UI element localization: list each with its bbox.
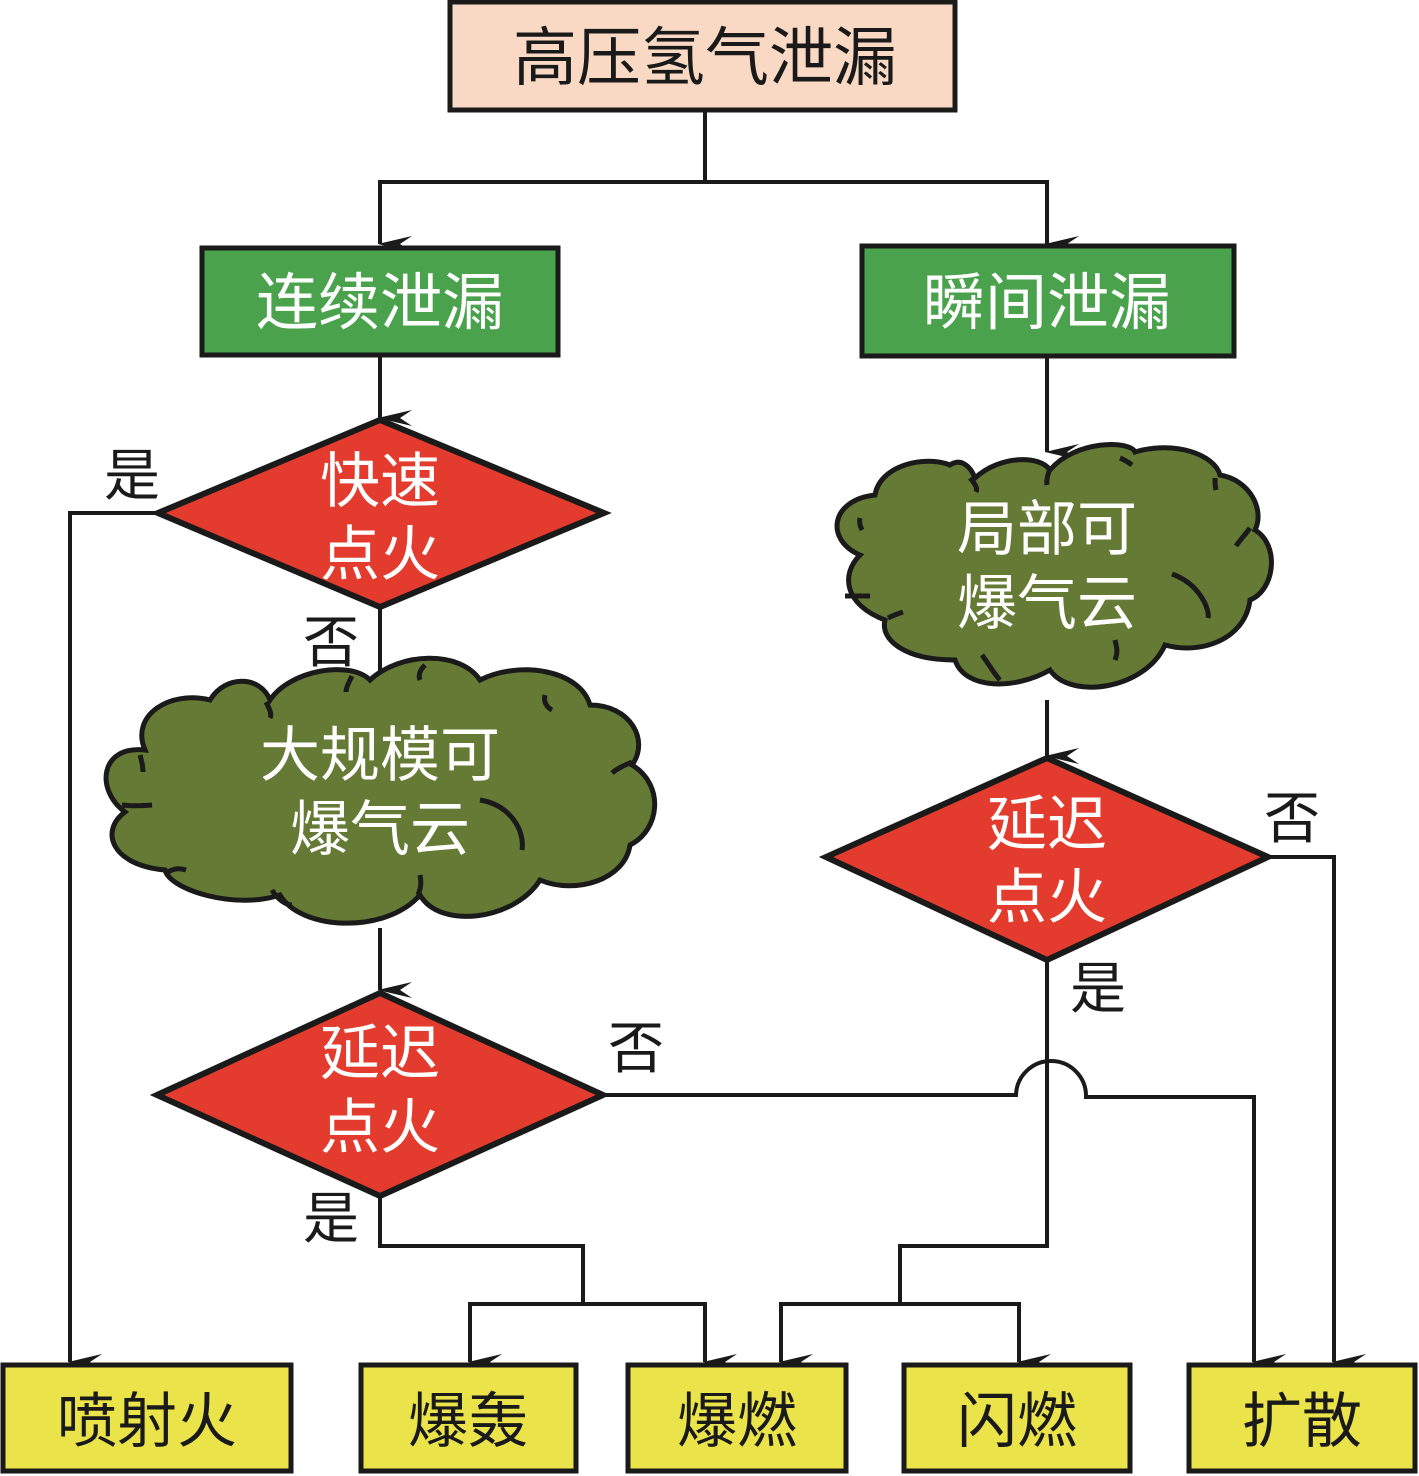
outcome-deflagration: 爆燃 (625, 1362, 849, 1474)
delayed-right-line2: 点火 (987, 863, 1107, 933)
cloud-fold (1112, 639, 1120, 661)
edge-to-flash-fire (900, 1302, 1051, 1370)
decision-quick-ignition: 快速 点火 (150, 416, 612, 611)
continuous-label: 连续泄漏 (256, 266, 504, 339)
label-delay-right-yes: 是 (1070, 957, 1126, 1022)
edge-split-to-instantaneous (705, 180, 1079, 252)
cloud-fold (1044, 467, 1053, 486)
local-cloud-shape (834, 442, 1274, 690)
edge-quick-yes-to-jetfire (68, 511, 158, 1370)
jet-fire-label: 喷射火 (57, 1387, 237, 1457)
detonation-label: 爆轰 (408, 1387, 528, 1457)
quick-ignition-line1: 快速 (320, 447, 440, 517)
detonation-box (358, 1362, 579, 1474)
dispersion-box (1186, 1362, 1418, 1474)
continuous-box (199, 245, 561, 358)
cloud-fold (1119, 455, 1134, 468)
local-cloud-line1: 局部可 (957, 495, 1137, 565)
label-delay-left-no: 否 (608, 1017, 664, 1082)
cloud-fold (1212, 477, 1219, 491)
cloud-fold (415, 874, 424, 896)
delayed-left-line2: 点火 (320, 1093, 440, 1163)
decision-delayed-ignition-left: 延迟 点火 (149, 989, 611, 1200)
cloud-fold (343, 674, 355, 693)
node-continuous-leak: 连续泄漏 (199, 245, 561, 358)
outcome-flash-fire: 闪燃 (901, 1362, 1133, 1474)
delayed-right-line1: 延迟 (987, 790, 1107, 860)
jet-fire-box (0, 1362, 294, 1474)
edge-to-deflagration-right (779, 1302, 900, 1370)
cloud-fold (886, 609, 904, 621)
label-delay-left-yes: 是 (303, 1187, 359, 1252)
root-box (447, 0, 958, 113)
cloud-fold (269, 888, 293, 908)
cloud-fold (1233, 526, 1253, 548)
quick-ignition-line2: 点火 (320, 520, 440, 590)
large-cloud-line1: 大规模可 (260, 721, 500, 791)
cloud-fold (166, 866, 187, 875)
cloud-local: 局部可 爆气云 (834, 442, 1274, 690)
deflagration-box (625, 1362, 849, 1474)
edge-delay-left-no-to-dispersion (603, 1059, 1286, 1370)
cloud-fold (121, 802, 153, 809)
root-label: 高压氢气泄漏 (513, 22, 897, 96)
outcome-detonation: 爆轰 (358, 1362, 579, 1474)
label-delay-right-no: 否 (1264, 787, 1320, 852)
decision-delayed-ignition-right: 延迟 点火 (818, 754, 1276, 964)
delayed-left-line1: 延迟 (320, 1019, 440, 1089)
deflagration-label: 爆燃 (677, 1387, 797, 1457)
flash-fire-box (901, 1362, 1133, 1474)
outcome-jet-fire: 喷射火 (0, 1362, 294, 1474)
cloud-fold (263, 700, 274, 720)
node-instantaneous-leak: 瞬间泄漏 (859, 243, 1237, 359)
instantaneous-box (859, 243, 1237, 359)
local-cloud-line2: 爆气云 (957, 569, 1137, 639)
cloud-fold (857, 517, 865, 532)
edge-split-to-continuous (378, 180, 705, 252)
instantaneous-label: 瞬间泄漏 (923, 266, 1171, 339)
node-root: 高压氢气泄漏 (447, 0, 958, 113)
edge-to-deflagration-left (583, 1302, 737, 1370)
cloud-fold (979, 653, 1002, 682)
cloud-fold (542, 694, 554, 713)
large-cloud-shape (103, 655, 658, 926)
cloud-fold (610, 759, 633, 775)
cloud-large-scale: 大规模可 爆气云 (103, 655, 658, 926)
outcome-dispersion: 扩散 (1186, 1362, 1418, 1474)
dispersion-label: 扩散 (1242, 1387, 1362, 1457)
cloud-fold (137, 754, 146, 773)
edge-delay-left-yes (378, 1196, 585, 1304)
flash-fire-label: 闪燃 (957, 1387, 1077, 1457)
edge-delay-right-no-to-dispersion (1268, 855, 1366, 1370)
quick-ignition-diamond (150, 416, 612, 611)
delayed-ignition-left-diamond (149, 989, 611, 1200)
cloud-fold (416, 663, 427, 681)
cloud-fold (479, 797, 525, 851)
large-cloud-line2: 爆气云 (290, 795, 470, 865)
cloud-fold (1171, 571, 1211, 619)
edges (68, 112, 1366, 1370)
label-quick-yes: 是 (104, 444, 160, 509)
cloud-fold (968, 476, 980, 494)
label-quick-no: 否 (303, 611, 359, 676)
edge-delay-right-yes (898, 962, 1049, 1304)
edge-to-detonation (468, 1302, 583, 1370)
delayed-ignition-right-diamond (818, 754, 1276, 964)
